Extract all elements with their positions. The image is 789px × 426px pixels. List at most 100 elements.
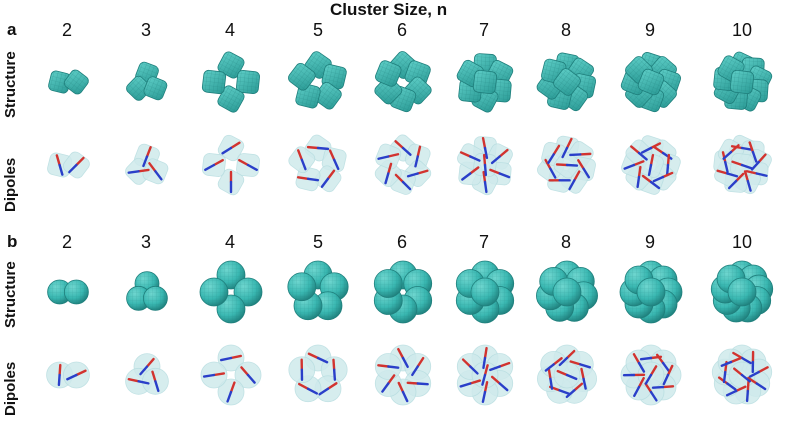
dipole-pos-aD-9-7	[630, 145, 641, 155]
dipole-neg-bD-8-3	[565, 389, 576, 399]
dipole-pos-aD-7-5	[459, 151, 472, 158]
dipole-neg-bD-10-2	[748, 370, 760, 378]
dipole-neg-aD-7-2	[498, 172, 511, 179]
dipole-pos-bD-5-1	[332, 358, 336, 371]
dipole-pos-aD-7-4	[469, 166, 480, 175]
dipole-pos-bD-3-0	[145, 357, 155, 368]
dipole-pos-aD-7-6	[482, 153, 487, 167]
dipole-neg-bD-4-3	[202, 373, 216, 378]
dipole-neg-aD-9-2	[665, 163, 670, 177]
dipole-neg-aD-7-1	[490, 155, 501, 165]
dipole-pos-aD-6-0	[394, 140, 405, 150]
dipole-neg-bD-5-1	[332, 368, 337, 381]
dipole-pos-aD-7-0	[481, 136, 487, 150]
dipole-neg-bD-8-2	[582, 377, 587, 390]
dipole-neg-bD-7-0	[482, 356, 487, 370]
dipole-neg-bD-6-0	[401, 356, 409, 369]
dipole-neg-bD-8-0	[558, 356, 569, 367]
cube-4-1	[236, 70, 260, 94]
dipole-neg-aD-6-5	[377, 155, 390, 160]
dipole-neg-aD-8-1	[569, 153, 582, 157]
panel-a-size-8: 8	[560, 20, 571, 40]
cube-6-1	[404, 60, 431, 87]
dipole-neg-aD-8-7	[565, 163, 579, 167]
cube-10-9	[729, 69, 755, 95]
dipole-neg-aD-7-0	[483, 146, 489, 160]
sphere-mesh-6-5	[374, 269, 403, 298]
dipole-neg-aD-7-6	[483, 163, 488, 177]
dipole-pos-bD-8-0	[565, 349, 576, 360]
panel-a-size-2: 2	[61, 20, 72, 40]
dipole-pos-bD-7-6	[483, 364, 489, 377]
dipole-pos-aD-8-5	[544, 158, 552, 170]
dipole-neg-aD-6-3	[401, 180, 412, 191]
dipole-neg-bD-9-5	[633, 385, 641, 398]
dipole-neg-bD-9-4	[649, 390, 658, 402]
dipole-pos-bD-2-1	[75, 369, 87, 377]
dipole-pos-bD-8-7	[556, 369, 569, 377]
dipole-neg-bD-8-5	[549, 377, 554, 390]
dipole-pos-bD-10-3	[747, 376, 758, 385]
panel-a-size-5: 5	[312, 20, 323, 40]
dipole-pos-bD-9-1	[655, 353, 665, 365]
dipole-neg-aD-5-4	[300, 158, 307, 171]
dipole-pos-aD-3-1	[137, 168, 150, 173]
dipole-neg-aD-3-0	[142, 155, 149, 168]
dipole-neg-bD-7-2	[498, 382, 509, 392]
dipole-pos-bD-7-1	[498, 361, 511, 368]
dipole-pos-bD-6-1	[416, 356, 425, 368]
sphere-mesh-10-9	[728, 278, 756, 306]
cube-7-6	[472, 69, 498, 95]
dipole-neg-bD-6-5	[387, 365, 400, 369]
panel-b-size-5: 5	[312, 232, 323, 252]
panel-a-size-6: 6	[396, 20, 407, 40]
dipole-pos-aD-5-0	[306, 145, 320, 150]
dipole-neg-bD-10-4	[745, 389, 750, 403]
dipole-neg-bD-10-7	[722, 370, 727, 384]
dipole-neg-bD-3-1	[137, 380, 150, 385]
panel-b-size-8: 8	[560, 232, 571, 252]
dipole-neg-aD-8-2	[582, 167, 591, 179]
dipole-neg-bD-10-8	[720, 360, 733, 367]
dipole-neg-aD-8-0	[561, 146, 569, 159]
dipole-pos-aD-8-6	[552, 144, 561, 156]
cube-2-1	[63, 69, 89, 95]
cube-8-7	[553, 68, 581, 96]
dipole-pos-aD-10-8	[729, 144, 740, 154]
dipole-pos-bD-8-6	[552, 357, 563, 366]
panel-b-size-9: 9	[644, 232, 655, 252]
figure-title: Cluster Size, n	[330, 0, 448, 19]
dipole-neg-aD-5-1	[332, 158, 340, 171]
dipole-neg-bD-8-1	[579, 363, 592, 369]
dipole-neg-bD-2-0	[57, 373, 61, 387]
dipole-neg-aD-9-1	[661, 151, 673, 160]
dipole-pos-aD-9-6	[632, 160, 645, 167]
dipole-pos-bD-9-2	[666, 364, 674, 377]
dipole-neg-aD-9-6	[623, 163, 636, 170]
dipole-neg-aD-6-1	[414, 155, 419, 168]
dipole-neg-bD-2-1	[66, 373, 78, 381]
cube-5-2	[314, 81, 342, 110]
dipole-pos-aD-8-0	[565, 137, 573, 150]
dipole-neg-aD-4-0	[221, 146, 233, 155]
dipole-neg-aD-10-9	[740, 163, 753, 170]
cube-9-8	[637, 68, 665, 96]
cube-2-0	[48, 70, 72, 94]
dipole-neg-aD-8-3	[568, 179, 576, 191]
dipole-neg-bD-7-4	[459, 382, 472, 388]
sphere-mesh-3-2	[143, 286, 168, 311]
panel-b-size-6: 6	[396, 232, 407, 252]
dipole-neg-aD-9-5	[636, 175, 641, 189]
dipole-pos-aD-3-0	[145, 146, 152, 158]
dipole-neg-bD-9-7	[637, 361, 646, 373]
dipole-pos-bD-7-4	[469, 379, 482, 385]
dipole-neg-bD-6-3	[401, 390, 409, 403]
dipole-neg-bD-7-1	[489, 365, 501, 372]
dipole-neg-bD-8-6	[544, 363, 555, 372]
dipole-pos-bD-6-3	[397, 381, 405, 394]
dipole-neg-aD-9-0	[640, 146, 653, 154]
dipole-neg-aD-5-3	[306, 177, 320, 182]
dipole-neg-aD-9-8	[647, 163, 653, 177]
dipole-pos-bD-7-5	[461, 358, 472, 368]
dipole-neg-bD-9-2	[662, 373, 670, 386]
